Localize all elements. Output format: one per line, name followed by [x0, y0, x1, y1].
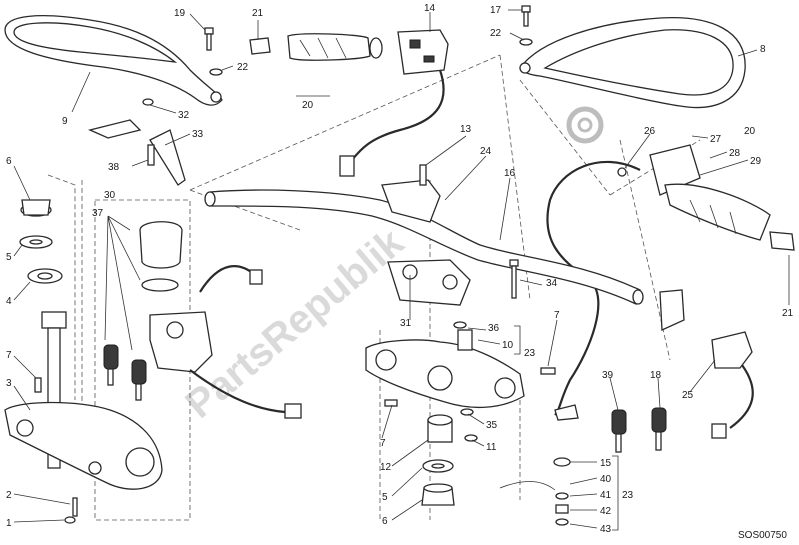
leader-lines	[13, 9, 790, 531]
callout-11: 11	[486, 442, 497, 453]
callout-33: 33	[192, 129, 204, 140]
watermark: PartsRepublik	[178, 220, 413, 427]
callout-16: 16	[504, 168, 516, 179]
left-grip	[249, 33, 383, 61]
callout-12: 12	[380, 462, 392, 473]
callout-23: 23	[622, 490, 634, 501]
callout-9: 9	[62, 116, 68, 127]
callout-30: 30	[104, 190, 116, 201]
callout-32: 32	[178, 110, 190, 121]
callout-43: 43	[600, 524, 612, 535]
callout-40: 40	[600, 474, 612, 485]
right-mirror	[519, 16, 746, 109]
callout-23: 23	[524, 348, 536, 359]
throttle-assembly	[546, 144, 795, 416]
handlebar-clamps	[381, 164, 519, 306]
callout-8: 8	[760, 44, 766, 55]
callout-21: 21	[252, 8, 264, 19]
callout-42: 42	[600, 506, 612, 517]
callout-24: 24	[480, 146, 492, 157]
mirror-bolts	[204, 5, 533, 76]
callout-22: 22	[490, 28, 502, 39]
callout-7: 7	[380, 438, 386, 449]
callout-3: 3	[6, 378, 12, 389]
callout-7: 7	[554, 310, 560, 321]
callout-35: 35	[486, 420, 498, 431]
callout-5: 5	[6, 252, 12, 263]
callout-31: 31	[400, 318, 412, 329]
callout-4: 4	[6, 296, 12, 307]
callout-36: 36	[488, 323, 500, 334]
callout-41: 41	[600, 490, 612, 501]
left-switch	[339, 29, 449, 177]
callout-labels: 19 21 14 17 22 22 8 9 20 32 33 38 13 26 …	[6, 3, 794, 535]
callout-10: 10	[502, 340, 514, 351]
callout-21: 21	[782, 308, 794, 319]
callout-26: 26	[644, 126, 656, 137]
upper-triple-clamp	[365, 321, 525, 409]
callout-25: 25	[682, 390, 694, 401]
callout-7: 7	[6, 350, 12, 361]
callout-6: 6	[6, 156, 12, 167]
callout-13: 13	[460, 124, 472, 135]
callout-39: 39	[602, 370, 614, 381]
steering-stem	[4, 311, 163, 524]
diagram-code: SOS00750	[738, 530, 787, 541]
keys	[103, 344, 667, 453]
callout-19: 19	[174, 8, 186, 19]
callout-17: 17	[490, 5, 502, 16]
watermark-text: PartsRepublik	[178, 220, 413, 427]
callout-20: 20	[744, 126, 756, 137]
callout-27: 27	[710, 134, 722, 145]
callout-28: 28	[729, 148, 741, 159]
gear-logo-icon	[566, 106, 604, 144]
callout-6: 6	[382, 516, 388, 527]
callout-38: 38	[108, 162, 120, 173]
callout-5: 5	[382, 492, 388, 503]
misc-fasteners	[34, 98, 685, 526]
callout-22: 22	[237, 62, 249, 73]
callout-18: 18	[650, 370, 662, 381]
callout-29: 29	[750, 156, 762, 167]
left-mirror	[4, 15, 223, 106]
ignition-lock	[139, 221, 302, 419]
right-switch	[711, 331, 754, 439]
callout-14: 14	[424, 3, 436, 14]
steering-bearings	[19, 199, 455, 506]
handlebar	[204, 189, 644, 305]
callout-37: 37	[92, 208, 104, 219]
callout-2: 2	[6, 490, 12, 501]
callout-1: 1	[6, 518, 12, 529]
callout-20: 20	[302, 100, 314, 111]
callout-15: 15	[600, 458, 612, 469]
callout-34: 34	[546, 278, 558, 289]
